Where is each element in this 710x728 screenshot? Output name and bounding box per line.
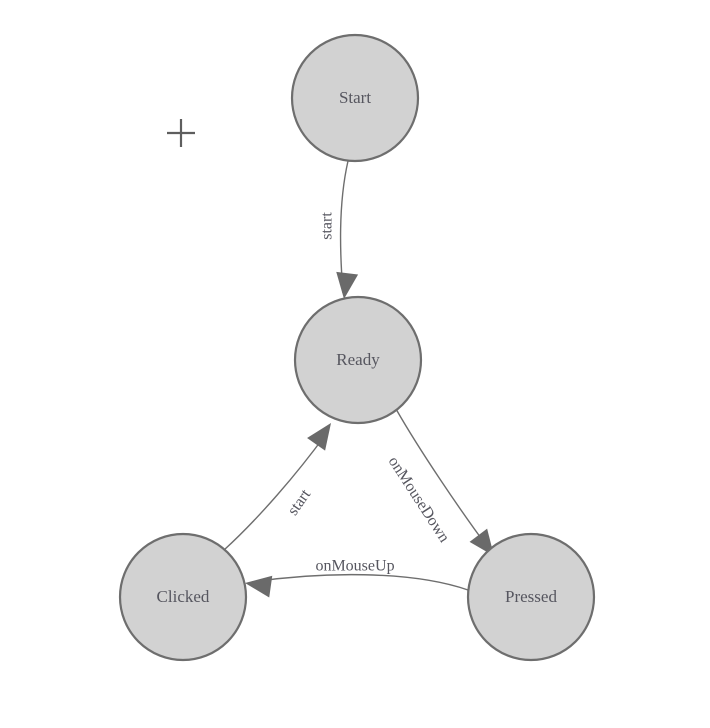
arrow-head-icon [336, 271, 359, 299]
node-circle-ready[interactable] [293, 295, 423, 425]
edge-ready-to-pressed[interactable] [395, 408, 503, 563]
arrow-head-icon [469, 528, 494, 556]
node-label-clicked: Clicked [157, 587, 210, 606]
crosshair-marker [167, 119, 195, 147]
edge-line [223, 433, 327, 551]
node-label-pressed: Pressed [505, 587, 557, 606]
edge-label-start-to-ready: start [319, 212, 336, 240]
markers-layer [167, 119, 195, 147]
edge-label-ready-to-pressed: onMouseDown [385, 454, 453, 546]
node-ready[interactable]: Ready [293, 295, 423, 425]
edge-label-pressed-to-clicked: onMouseUp [315, 558, 394, 575]
edge-label-clicked-to-ready: start [284, 486, 314, 519]
node-label-start: Start [339, 88, 371, 107]
edge-clicked-to-ready[interactable] [223, 417, 340, 551]
node-circle-start[interactable] [290, 33, 420, 163]
edge-start-to-ready[interactable] [333, 160, 359, 300]
edge-pressed-to-clicked[interactable] [243, 572, 469, 598]
node-start[interactable]: Start [290, 33, 420, 163]
arrow-head-icon [245, 575, 273, 598]
edges-layer [223, 160, 503, 598]
node-pressed[interactable]: Pressed [466, 532, 596, 662]
edge-line [251, 573, 469, 591]
node-clicked[interactable]: Clicked [118, 532, 248, 662]
arrow-head-icon [307, 423, 331, 451]
edge-line [395, 408, 490, 550]
node-circle-clicked[interactable] [118, 532, 248, 662]
node-label-ready: Ready [336, 350, 380, 369]
node-circle-pressed[interactable] [466, 532, 596, 662]
